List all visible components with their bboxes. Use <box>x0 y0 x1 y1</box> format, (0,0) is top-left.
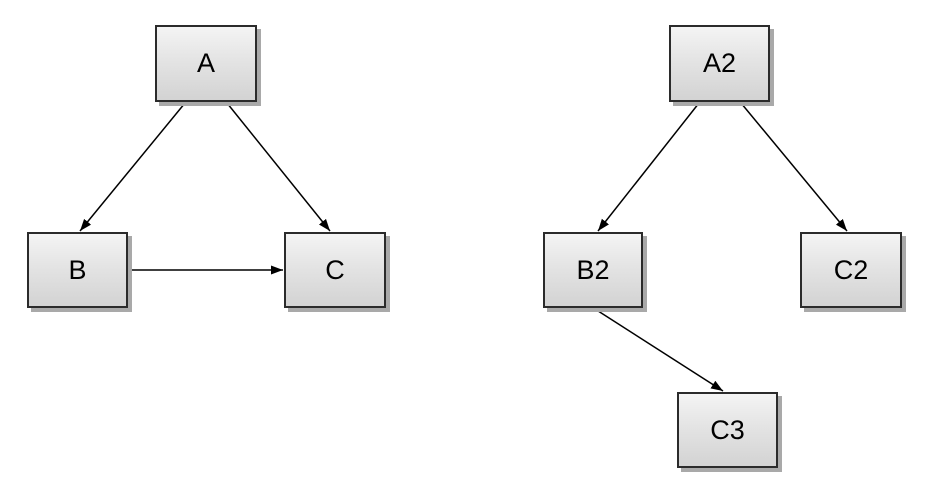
node-label-B: B <box>68 254 87 285</box>
node-label-C3: C3 <box>710 414 745 445</box>
edge-A2-to-C2[interactable] <box>740 102 848 232</box>
edge-A2-to-B2[interactable] <box>597 102 700 232</box>
edge-B2-to-C3[interactable] <box>594 308 724 392</box>
node-C2[interactable]: C2 <box>800 232 902 308</box>
node-C3[interactable]: C3 <box>677 392 778 468</box>
node-B2[interactable]: B2 <box>543 232 643 308</box>
node-label-B2: B2 <box>576 254 610 285</box>
edge-A-to-C[interactable] <box>226 102 331 232</box>
node-A2[interactable]: A2 <box>669 25 770 102</box>
node-label-A: A <box>196 48 215 78</box>
node-label-C2: C2 <box>833 254 869 285</box>
node-A[interactable]: A <box>155 25 257 102</box>
node-C[interactable]: C <box>284 232 386 308</box>
node-B[interactable]: B <box>27 232 128 308</box>
edge-A-to-B[interactable] <box>79 102 186 232</box>
node-label-C: C <box>325 254 345 285</box>
node-label-A2: A2 <box>702 48 737 78</box>
